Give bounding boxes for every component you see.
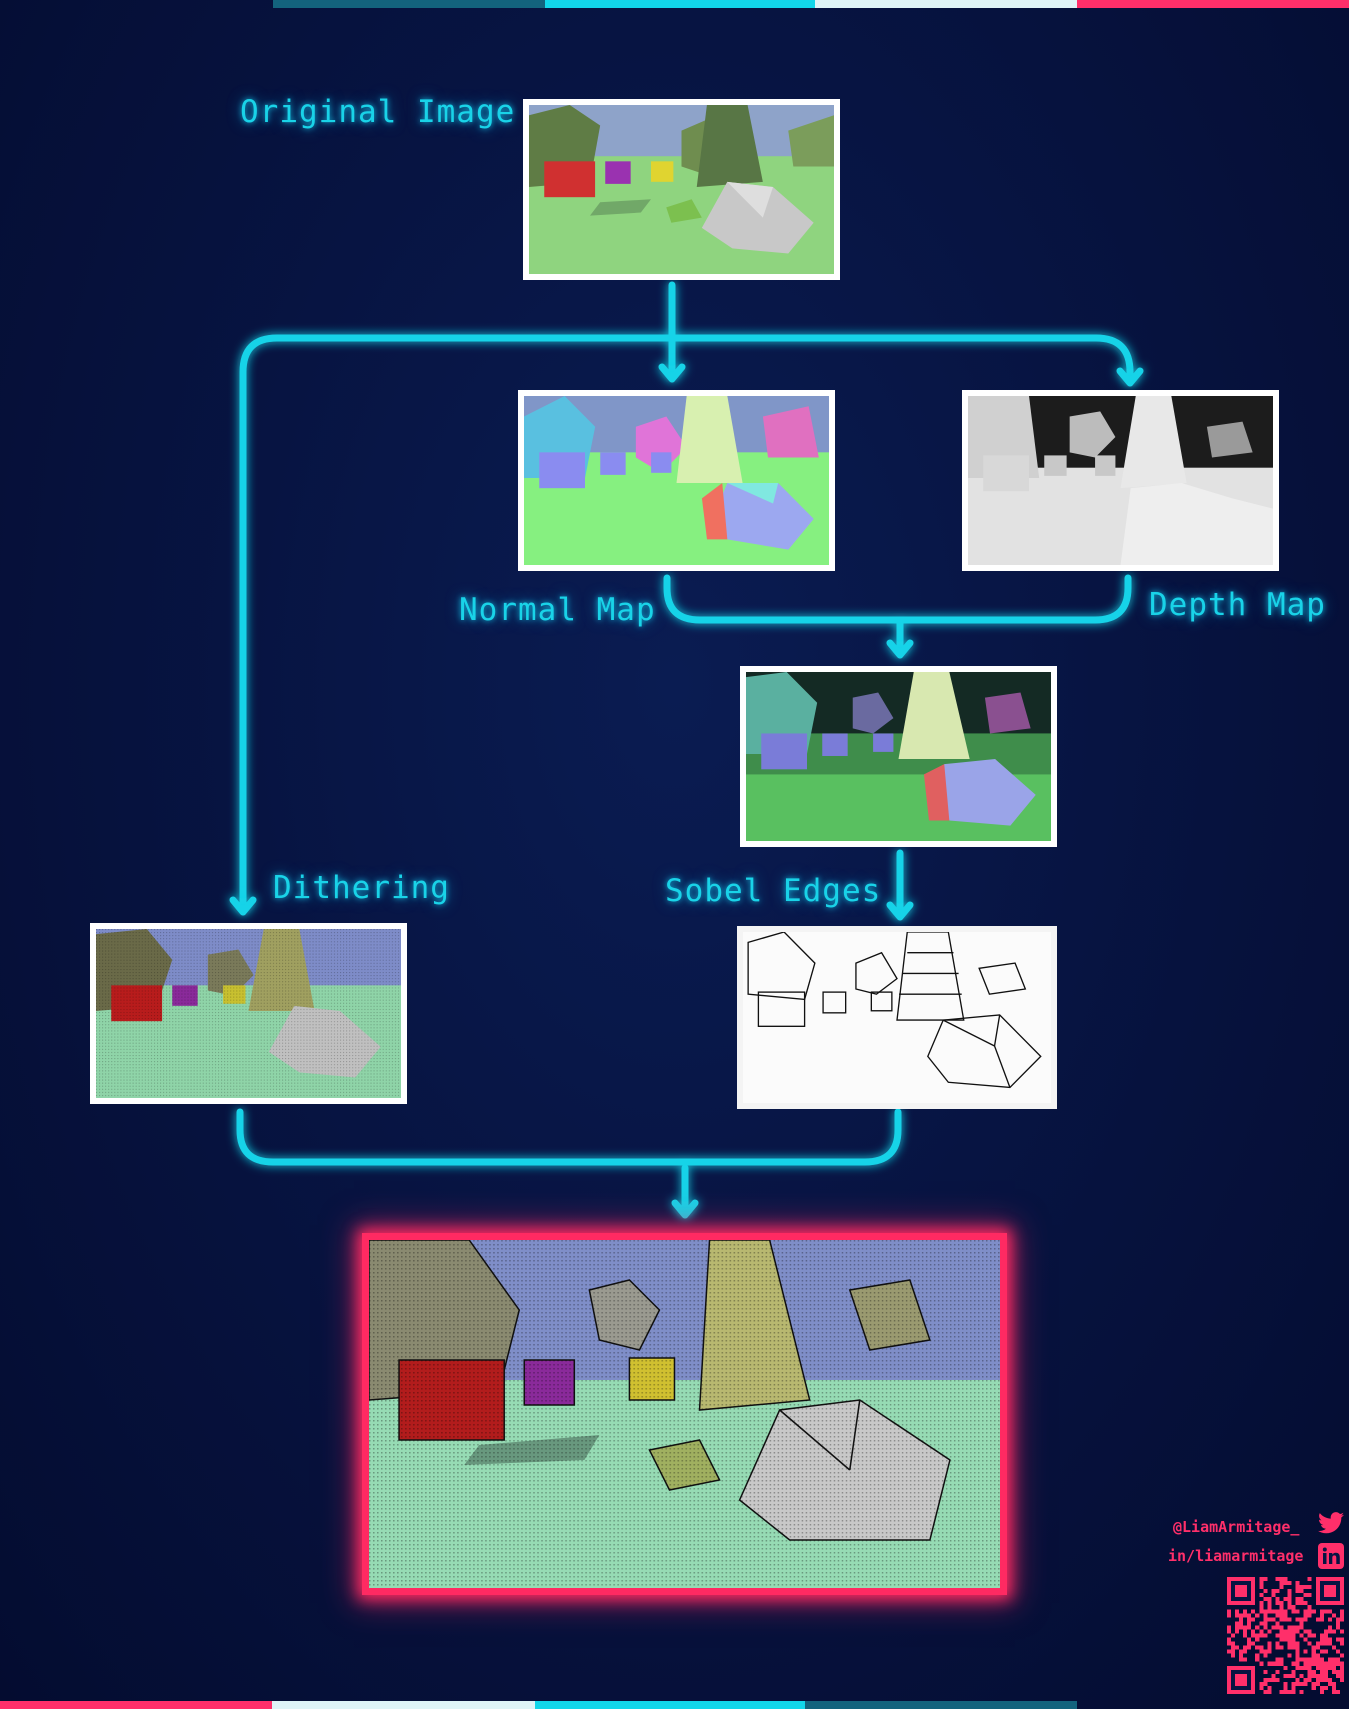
- label-normal-map: Normal Map: [459, 592, 656, 628]
- arrowhead-depth: [1116, 367, 1144, 387]
- arrowhead-normal: [658, 363, 686, 383]
- label-dithering: Dithering: [273, 870, 450, 906]
- original-image-thumbnail: [523, 99, 840, 280]
- bottom-stripe-4: [805, 1701, 1077, 1709]
- twitter-icon: [1318, 1512, 1344, 1534]
- combined-normal-depth-thumbnail: [740, 666, 1057, 847]
- label-depth-map: Depth Map: [1149, 587, 1326, 623]
- top-stripe-3: [815, 0, 1077, 8]
- linkedin-icon: [1318, 1543, 1344, 1569]
- label-original-image: Original Image: [240, 94, 516, 130]
- label-sobel-edges: Sobel Edges: [665, 873, 882, 909]
- bottom-stripe-2: [272, 1701, 535, 1709]
- qr-code: [1227, 1577, 1344, 1694]
- normal-map-thumbnail: [518, 390, 835, 571]
- depth-map-thumbnail: [962, 390, 1279, 571]
- arrowhead-sobel: [886, 901, 914, 921]
- connector-normal-depth-merge: [663, 574, 1132, 624]
- dithering-thumbnail: [90, 923, 407, 1104]
- connector-bottom-merge: [236, 1108, 902, 1166]
- arrowhead-combined: [886, 639, 914, 659]
- bottom-stripe-3: [535, 1701, 805, 1709]
- arrowhead-final: [671, 1199, 699, 1219]
- top-stripe-1: [273, 0, 545, 8]
- top-stripe-4: [1077, 0, 1349, 8]
- connector-branch: [239, 334, 1134, 909]
- bottom-stripe-1: [0, 1701, 272, 1709]
- linkedin-handle: in/liamarmitage: [1168, 1547, 1304, 1565]
- arrowhead-dithering: [229, 896, 257, 916]
- final-output-image: [362, 1233, 1007, 1595]
- sobel-edges-thumbnail: [737, 926, 1057, 1109]
- top-stripe-2: [545, 0, 815, 8]
- twitter-handle: @LiamArmitage_: [1173, 1518, 1300, 1536]
